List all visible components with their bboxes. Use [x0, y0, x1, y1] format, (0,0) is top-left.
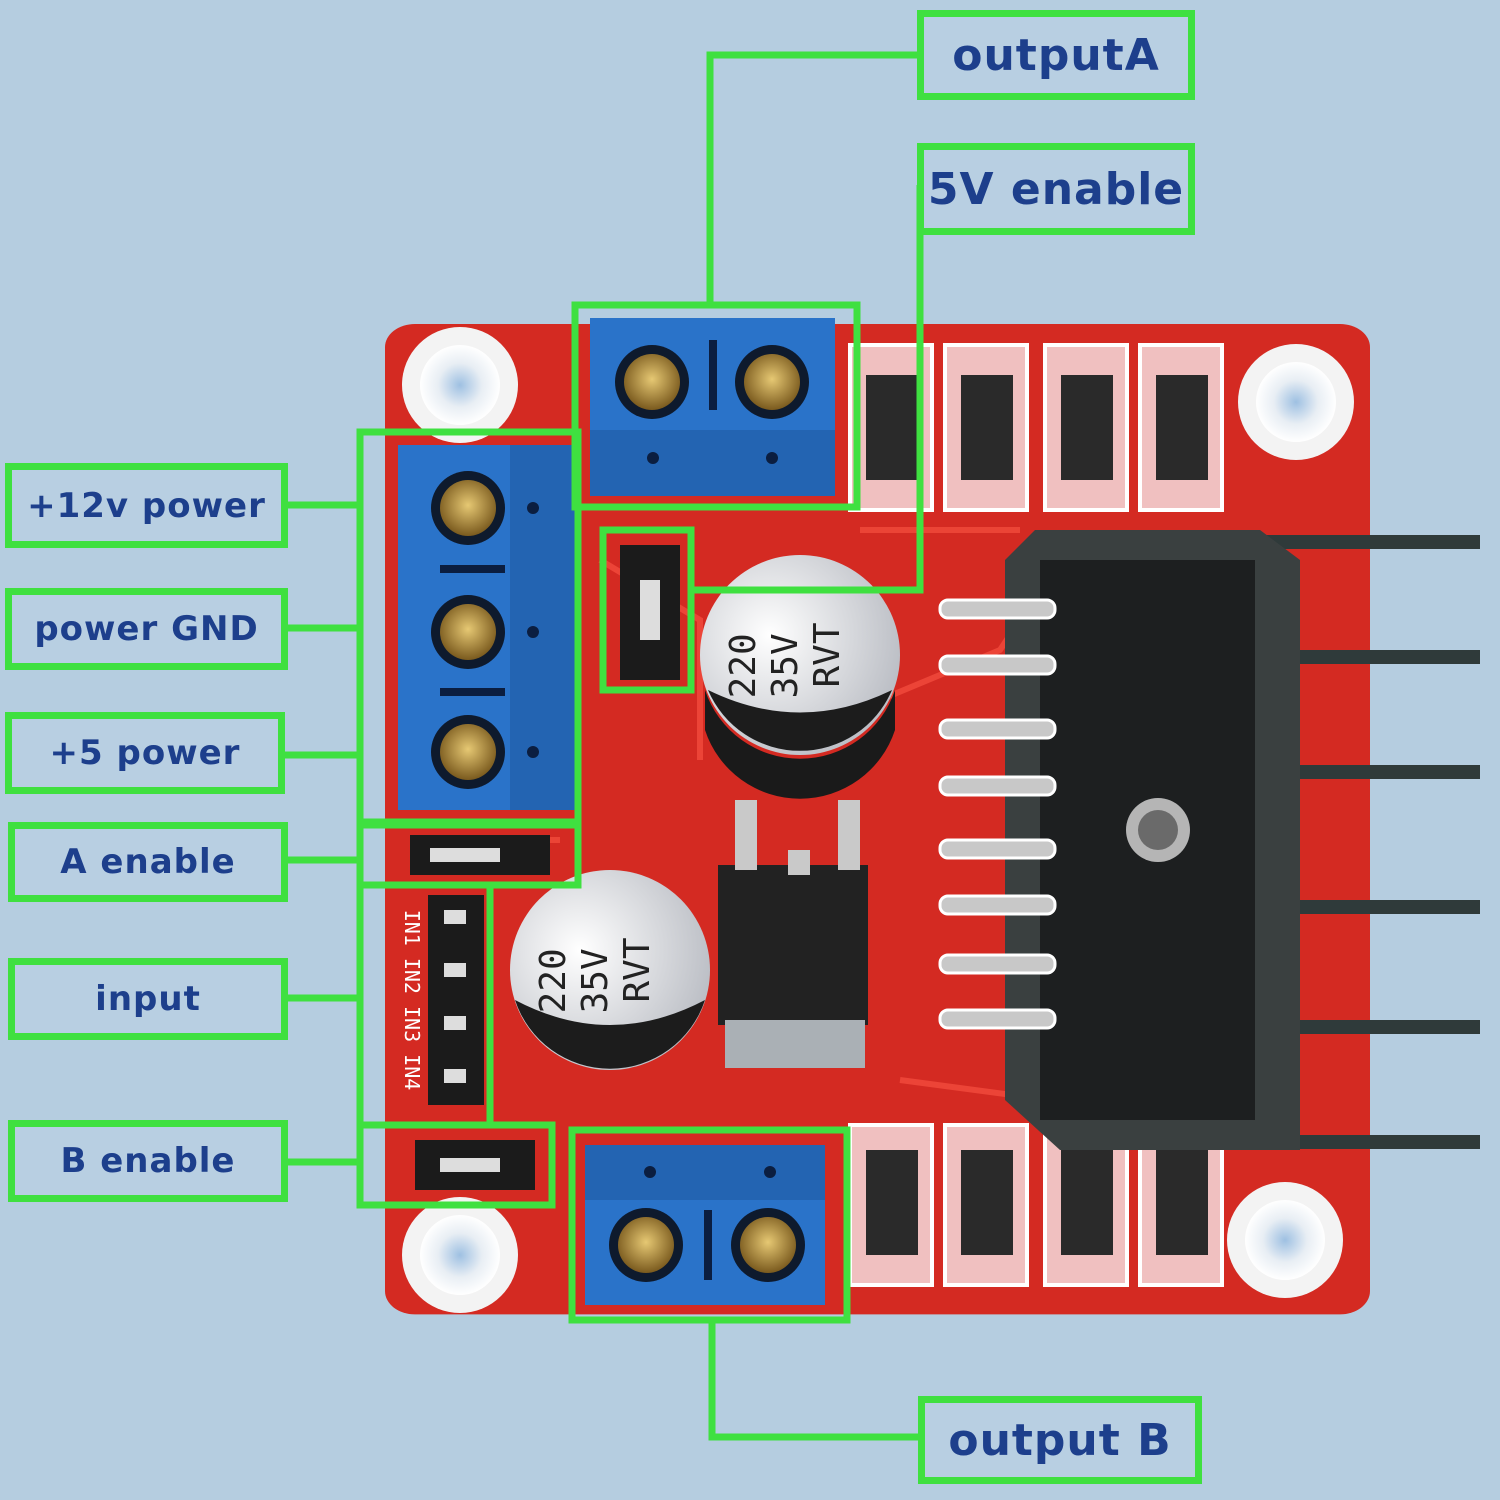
mounting-hole-icon: [402, 327, 518, 443]
jumper-5v-enable: [620, 545, 680, 680]
output-a-terminal-block: [590, 318, 835, 496]
label-power-gnd: power GND: [5, 588, 288, 670]
heatsink-icon: [1005, 530, 1480, 1150]
label-5v-enable: 5V enable: [917, 143, 1195, 235]
capacitor-value-text: 220: [533, 948, 574, 1013]
callout-lines: [280, 51, 924, 1441]
capacitor-brand-text: RVT: [807, 622, 848, 687]
pin-labels-text: IN1 IN2 IN3 IN4: [400, 910, 424, 1091]
svg-text:220 35V RVT: 220 35V RVT: [723, 612, 848, 699]
output-b-terminal-block: [585, 1145, 825, 1305]
label-output-a: outputA: [917, 10, 1195, 100]
label-input: input: [8, 958, 288, 1040]
jumper-a-enable: [410, 835, 550, 875]
capacitor-brand-text: RVT: [617, 937, 658, 1002]
label-12v-power: +12v power: [5, 463, 288, 548]
capacitor-icon: 220 35V RVT: [700, 555, 900, 799]
label-5-power: +5 power: [5, 712, 285, 794]
diode-array-bottom: [848, 1123, 1224, 1287]
mounting-hole-icon: [1238, 344, 1354, 460]
capacitor-voltage-text: 35V: [765, 633, 806, 698]
power-terminal-block: [398, 445, 576, 810]
capacitor-icon: 220 35V RVT: [510, 870, 710, 1070]
driver-pins: [938, 598, 1057, 1030]
label-b-enable: B enable: [8, 1120, 288, 1202]
label-a-enable: A enable: [8, 822, 288, 902]
mounting-hole-icon: [1227, 1182, 1343, 1298]
capacitor-value-text: 220: [723, 633, 764, 698]
input-pin-header: IN1 IN2 IN3 IN4: [400, 895, 484, 1105]
voltage-regulator: [718, 800, 868, 1068]
jumper-b-enable: [415, 1140, 535, 1190]
svg-text:220 35V RVT: 220 35V RVT: [533, 927, 658, 1014]
label-output-b: output B: [918, 1396, 1202, 1484]
mounting-hole-icon: [402, 1197, 518, 1313]
capacitor-voltage-text: 35V: [575, 948, 616, 1013]
